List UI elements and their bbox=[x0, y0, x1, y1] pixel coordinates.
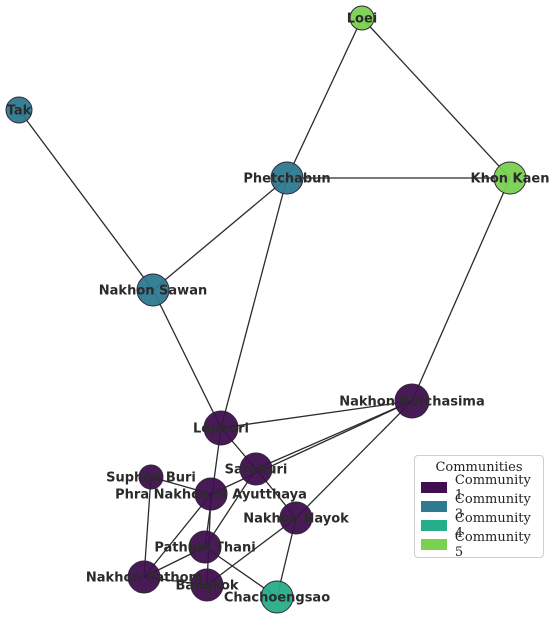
node-label-tak: Tak bbox=[7, 104, 32, 119]
legend-item-community-3: Community 3 bbox=[415, 492, 543, 522]
node-tak[interactable] bbox=[5, 96, 33, 124]
edge-nakhon-ratchasima-nakhon-nayok bbox=[295, 400, 413, 519]
legend: Communities Community 1 Community 3 Comm… bbox=[414, 455, 544, 560]
edge-khon-kaen-nakhon-ratchasima bbox=[411, 177, 511, 402]
node-label-nakhon-sawan: Nakhon Sawan bbox=[99, 284, 207, 299]
node-label-suphan-buri: Suphan Buri bbox=[106, 471, 196, 486]
node-lopburi[interactable] bbox=[203, 410, 239, 446]
legend-label: Community 5 bbox=[454, 529, 531, 560]
node-label-chachoengsao: Chachoengsao bbox=[224, 591, 330, 606]
node-label-phra-nakhon-si-ayutthaya: Phra Nakhon Si Ayutthaya bbox=[115, 488, 307, 503]
node-label-pathum-thani: Pathum Thani bbox=[154, 541, 255, 556]
node-label-nakhon-nayok: Nakhon Nayok bbox=[243, 512, 349, 527]
node-label-nakhon-pathom: Nakhon Pathom bbox=[86, 571, 202, 586]
legend-swatch bbox=[421, 539, 447, 550]
edge-loei-khon-kaen bbox=[361, 17, 511, 179]
node-suphan-buri[interactable] bbox=[138, 464, 164, 490]
node-pathum-thani[interactable] bbox=[188, 530, 222, 564]
node-nakhon-nayok[interactable] bbox=[279, 501, 313, 535]
node-label-phetchabun: Phetchabun bbox=[243, 172, 330, 187]
edge-lopburi-nakhon-ratchasima bbox=[220, 400, 413, 429]
nodes-layer bbox=[5, 5, 527, 614]
edge-suphan-buri-nakhon-pathom bbox=[143, 476, 152, 578]
node-bangkok[interactable] bbox=[190, 568, 224, 602]
legend-item-community-4: Community 4 bbox=[415, 511, 543, 541]
edge-loei-phetchabun bbox=[286, 17, 363, 179]
legend-swatch bbox=[421, 520, 447, 531]
node-label-khon-kaen: Khon Kaen bbox=[471, 172, 550, 187]
node-chachoengsao[interactable] bbox=[260, 580, 294, 614]
edge-nakhon-nayok-bangkok bbox=[206, 517, 297, 586]
legend-label: Community 4 bbox=[454, 510, 531, 541]
edge-phetchabun-nakhon-sawan bbox=[152, 177, 288, 291]
edge-phra-nakhon-si-ayutthaya-nakhon-pathom bbox=[143, 493, 212, 578]
legend-label: Community 1 bbox=[454, 472, 531, 503]
node-label-nakhon-ratchasima: Nakhon Ratchasima bbox=[339, 395, 485, 410]
node-phetchabun[interactable] bbox=[270, 161, 304, 195]
node-label-lopburi: Lopburi bbox=[193, 422, 249, 437]
node-label-loei: Loei bbox=[347, 12, 378, 27]
node-saraburi[interactable] bbox=[239, 452, 273, 486]
legend-title: Communities bbox=[435, 460, 523, 475]
node-label-bangkok: Bangkok bbox=[175, 579, 238, 594]
legend-item-community-5: Community 5 bbox=[415, 530, 543, 560]
edge-tak-nakhon-sawan bbox=[18, 109, 154, 291]
node-nakhon-sawan[interactable] bbox=[136, 273, 170, 307]
legend-label: Community 3 bbox=[454, 491, 531, 522]
legend-item-community-1: Community 1 bbox=[415, 473, 543, 503]
legend-swatch bbox=[421, 501, 447, 512]
legend-swatch bbox=[421, 482, 447, 493]
node-loei[interactable] bbox=[349, 5, 375, 31]
node-nakhon-ratchasima[interactable] bbox=[394, 383, 430, 419]
node-nakhon-pathom[interactable] bbox=[127, 560, 161, 594]
node-khon-kaen[interactable] bbox=[493, 161, 527, 195]
node-label-saraburi: Saraburi bbox=[225, 463, 288, 478]
node-phra-nakhon-si-ayutthaya[interactable] bbox=[194, 477, 228, 511]
edge-phetchabun-lopburi bbox=[220, 177, 288, 429]
edge-nakhon-sawan-lopburi bbox=[152, 289, 222, 429]
